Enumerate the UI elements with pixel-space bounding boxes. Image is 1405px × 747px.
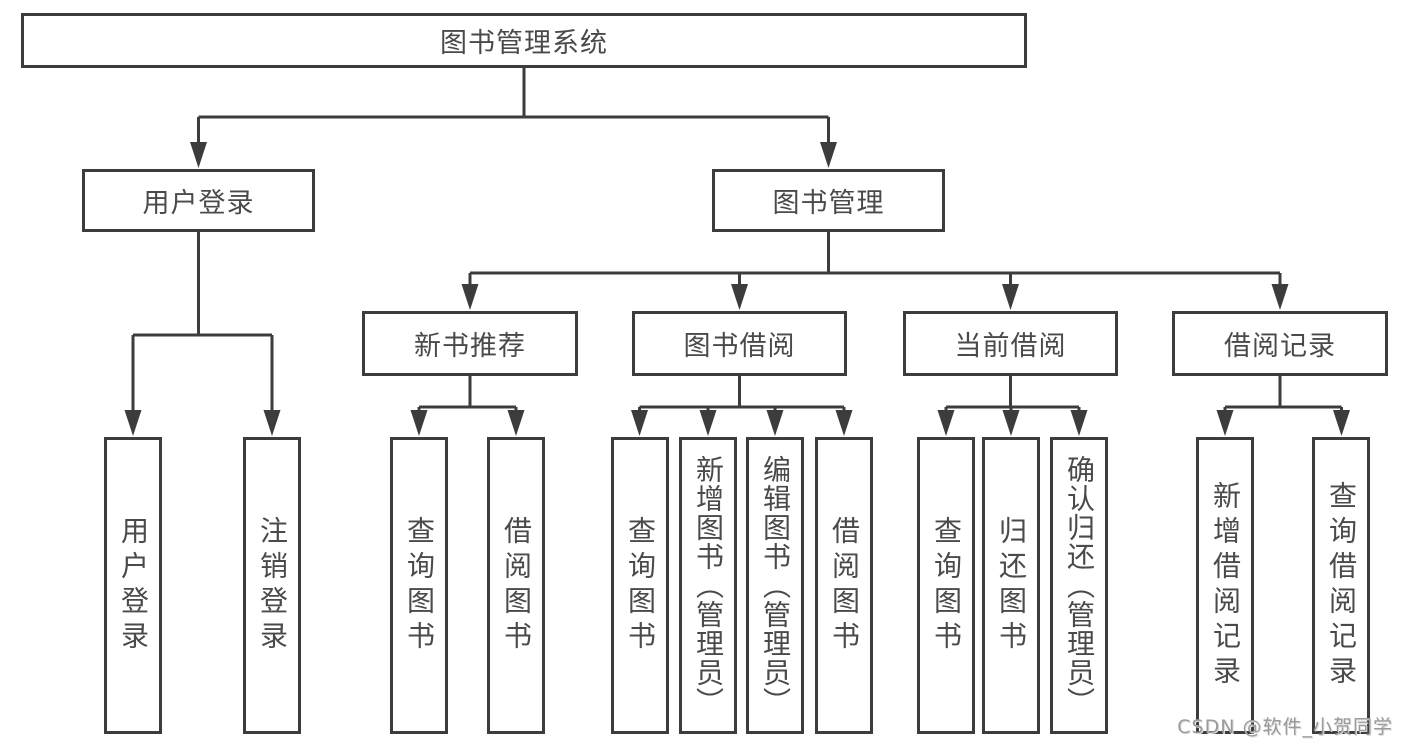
leaf-borrow-books-2: 借阅图书 xyxy=(815,437,873,734)
leaf-edit-book-admin: 编辑图书（管理员） xyxy=(746,437,804,734)
leaf-query-books-borrow-label: 查询图书 xyxy=(624,515,657,656)
node-borrow-records-label: 借阅记录 xyxy=(1224,331,1336,362)
leaf-query-borrow-record-label: 查询借阅记录 xyxy=(1325,480,1358,691)
leaf-query-books-recommend-label: 查询图书 xyxy=(403,515,436,656)
node-book-management: 图书管理 xyxy=(712,169,945,232)
leaf-query-books-recommend: 查询图书 xyxy=(390,437,448,734)
node-borrow-records: 借阅记录 xyxy=(1172,311,1388,376)
node-root-system: 图书管理系统 xyxy=(21,13,1027,68)
leaf-add-book-admin: 新增图书（管理员） xyxy=(679,437,737,734)
leaf-confirm-return-admin-label: 确认归还（管理员） xyxy=(1063,455,1096,716)
node-current-borrow: 当前借阅 xyxy=(903,311,1118,376)
leaf-query-books-borrow: 查询图书 xyxy=(611,437,669,734)
node-current-borrow-label: 当前借阅 xyxy=(954,331,1067,362)
node-book-borrow-label: 图书借阅 xyxy=(683,331,796,362)
leaf-query-borrow-record: 查询借阅记录 xyxy=(1312,437,1370,734)
node-book-management-label: 图书管理 xyxy=(772,188,885,219)
leaf-logout: 注销登录 xyxy=(243,437,301,734)
leaf-query-books-current: 查询图书 xyxy=(917,437,975,734)
leaf-borrow-books-recommend-label: 借阅图书 xyxy=(500,515,533,656)
node-user-login: 用户登录 xyxy=(82,169,315,232)
leaf-logout-label: 注销登录 xyxy=(256,515,289,656)
leaf-add-borrow-record: 新增借阅记录 xyxy=(1196,437,1254,734)
node-new-book-recommend: 新书推荐 xyxy=(362,311,578,376)
leaf-confirm-return-admin: 确认归还（管理员） xyxy=(1050,437,1108,734)
node-book-borrow: 图书借阅 xyxy=(632,311,847,376)
leaf-query-books-current-label: 查询图书 xyxy=(930,515,963,656)
leaf-add-borrow-record-label: 新增借阅记录 xyxy=(1209,480,1242,691)
node-root-label: 图书管理系统 xyxy=(440,28,608,59)
leaf-user-login: 用户登录 xyxy=(104,437,162,734)
leaf-return-book: 归还图书 xyxy=(982,437,1040,734)
csdn-watermark: CSDN @软件_小贺同学 xyxy=(1177,716,1393,738)
node-user-login-label: 用户登录 xyxy=(142,188,255,219)
node-new-book-recommend-label: 新书推荐 xyxy=(414,331,526,362)
leaf-user-login-label: 用户登录 xyxy=(117,515,150,656)
leaf-borrow-books-recommend: 借阅图书 xyxy=(487,437,545,734)
leaf-add-book-admin-label: 新增图书（管理员） xyxy=(692,455,725,716)
leaf-borrow-books-2-label: 借阅图书 xyxy=(828,515,861,656)
leaf-return-book-label: 归还图书 xyxy=(995,515,1028,656)
leaf-edit-book-admin-label: 编辑图书（管理员） xyxy=(759,455,792,716)
